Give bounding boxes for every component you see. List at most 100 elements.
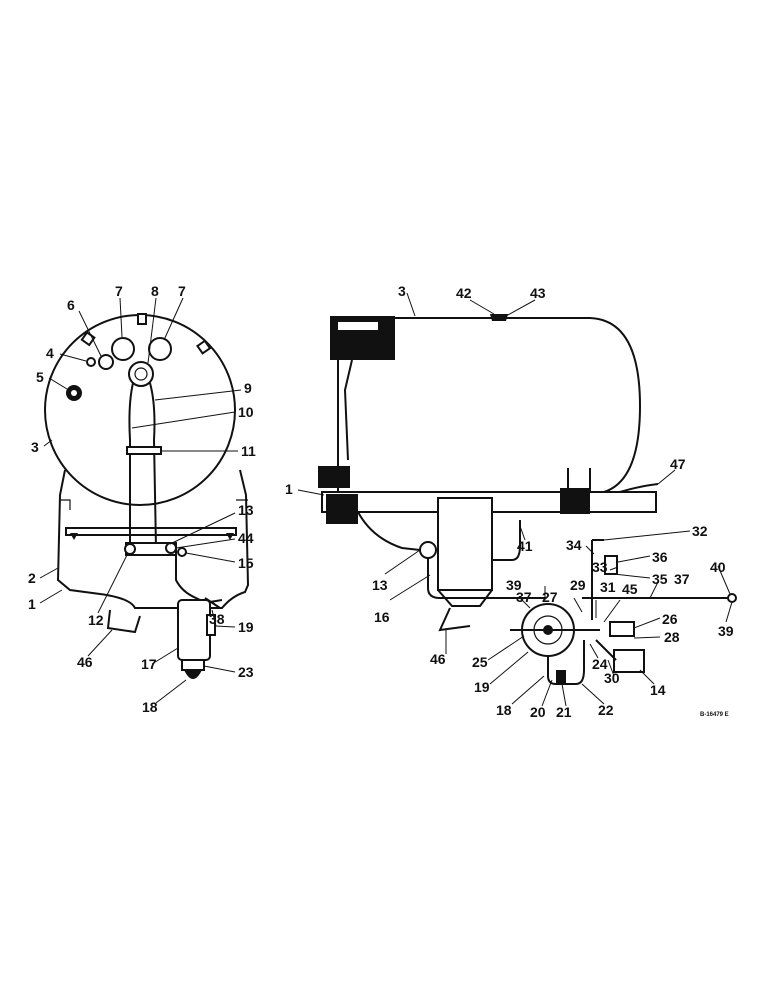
left-view: 7 8 7 6 4 5 3 9 10 11 13 44 15 2 1 12 38… xyxy=(28,283,256,715)
callout: 4 xyxy=(46,345,54,361)
callout: 46 xyxy=(430,651,446,667)
callout: 8 xyxy=(151,283,159,299)
fitting-38 xyxy=(204,597,223,609)
shroud-highlight xyxy=(338,322,378,330)
leader-37a xyxy=(649,581,659,599)
bracket-46 xyxy=(106,609,141,634)
clamp-11 xyxy=(126,446,162,455)
valve-8 xyxy=(128,361,154,387)
callout: 10 xyxy=(238,404,254,420)
valve-42 xyxy=(490,314,508,321)
leader-13 xyxy=(169,512,236,545)
fitting-6 xyxy=(98,354,114,370)
leader-33 xyxy=(609,566,619,571)
leader-44 xyxy=(175,538,236,549)
leader-22 xyxy=(581,683,605,705)
leader-28 xyxy=(633,636,661,639)
gauge-right xyxy=(148,337,172,361)
callout: 32 xyxy=(692,523,708,539)
callout: 11 xyxy=(241,443,256,459)
frame-front-block xyxy=(318,466,350,488)
leader-30 xyxy=(607,659,615,677)
valve-14 xyxy=(613,649,645,673)
callout: 35 xyxy=(652,571,668,587)
leader-16 xyxy=(389,574,431,601)
top-fitting xyxy=(137,313,147,325)
leader-41 xyxy=(519,525,526,541)
leader-26 xyxy=(633,617,661,629)
plate-mark-right xyxy=(226,533,234,540)
callout: 1 xyxy=(285,481,293,497)
regulator-knob-19 xyxy=(206,614,216,636)
leader-43 xyxy=(505,299,536,317)
callout: 29 xyxy=(570,577,586,593)
callout: 27 xyxy=(542,589,558,605)
tank-saddle-frame xyxy=(56,469,250,609)
callout: 47 xyxy=(670,456,686,472)
leader-7b xyxy=(163,297,184,341)
fitting-12 xyxy=(124,543,136,555)
frame-plate xyxy=(65,527,237,536)
leader-25 xyxy=(487,635,525,661)
gauge-left xyxy=(111,337,135,361)
leader-12 xyxy=(97,552,129,614)
callout: 25 xyxy=(472,654,488,670)
callout: 3 xyxy=(398,283,406,299)
plug-5-center xyxy=(71,390,77,396)
callout: 21 xyxy=(556,704,572,720)
leader-39b xyxy=(725,601,733,623)
callout: 43 xyxy=(530,285,546,301)
leader-19 xyxy=(214,625,236,628)
end-39 xyxy=(727,593,737,603)
callout: 37 xyxy=(674,571,690,587)
rear-bracket xyxy=(560,488,590,514)
hose-13 xyxy=(357,511,421,551)
leader-29 xyxy=(573,597,583,613)
callout: 12 xyxy=(88,612,104,628)
callout: 5 xyxy=(36,369,44,385)
callout: 44 xyxy=(238,530,254,546)
valve-8-inner xyxy=(134,367,148,381)
leader-35 xyxy=(613,573,651,579)
callout: 34 xyxy=(566,537,582,553)
callout: 37 xyxy=(516,589,532,605)
leader-21 xyxy=(561,683,567,707)
callout: 28 xyxy=(664,629,680,645)
callout: 15 xyxy=(238,555,254,571)
line-30 xyxy=(595,639,617,661)
right-view: 3 42 43 47 1 41 32 34 36 33 35 40 37 13 … xyxy=(285,283,737,720)
center-support xyxy=(437,497,493,591)
callout: 46 xyxy=(77,654,93,670)
callout: 23 xyxy=(238,664,254,680)
callout: 14 xyxy=(650,682,666,698)
callout: 36 xyxy=(652,549,668,565)
leader-47 xyxy=(657,469,676,485)
callout: 19 xyxy=(238,619,254,635)
fitting-4 xyxy=(86,357,96,367)
callout: 18 xyxy=(496,702,512,718)
leader-5 xyxy=(48,377,68,390)
leader-1 xyxy=(39,589,63,604)
leader-9 xyxy=(154,389,242,401)
callout: 38 xyxy=(209,611,225,627)
frame-brackets xyxy=(60,499,248,510)
callout: 39 xyxy=(718,623,734,639)
callout: 33 xyxy=(592,559,608,575)
valve-26 xyxy=(609,621,635,637)
leader-32 xyxy=(603,530,691,541)
callout: 9 xyxy=(244,380,252,396)
leader-3 xyxy=(43,439,53,447)
callout: 39 xyxy=(506,577,522,593)
right-lug xyxy=(196,339,212,355)
hose-to-regulator xyxy=(175,552,209,605)
callout: 16 xyxy=(374,609,390,625)
fitting-15 xyxy=(177,547,187,557)
leader-4 xyxy=(59,353,87,362)
leader-34 xyxy=(585,545,595,555)
callout: 22 xyxy=(598,702,614,718)
tube-10 xyxy=(128,382,134,548)
leader-7a xyxy=(119,297,123,338)
callout: 17 xyxy=(141,656,157,672)
fitting-13 xyxy=(419,541,437,559)
